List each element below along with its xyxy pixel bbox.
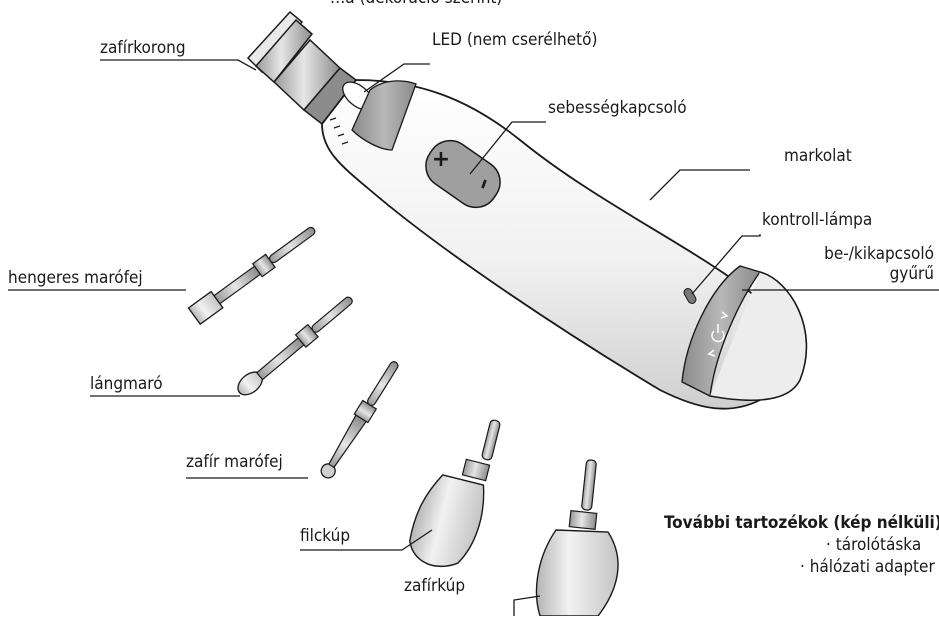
speed-plus: +: [432, 147, 450, 172]
cylinder-cutter: [188, 221, 319, 324]
label-bekikapcsolo-line2: gyűrű: [790, 264, 934, 284]
label-sebessegkapcsolo: sebességkapcsoló: [548, 98, 687, 118]
label-zafirkorong: zafírkorong: [100, 38, 186, 58]
flame-cutter: [234, 292, 357, 400]
pen-device: + –: [248, 12, 806, 409]
sapphire-cutter: [318, 358, 403, 481]
felt-cone: [405, 419, 501, 574]
label-kontroll-lampa: kontroll-lámpa: [762, 210, 872, 230]
label-bekikapcsolo: be-/kikapcsoló gyűrű: [790, 244, 934, 284]
cut-title: …a (dekoráció szerint): [330, 0, 502, 8]
label-zafirkup: zafírkúp: [404, 576, 465, 596]
accessory-item-2: · hálózati adapter: [664, 556, 939, 578]
label-bekikapcsolo-line1: be-/kikapcsoló: [790, 244, 934, 264]
sapphire-cone: [537, 460, 619, 616]
accessories-box: További tartozékok (kép nélküli) · tárol…: [664, 512, 939, 578]
label-filckup: filckúp: [300, 526, 350, 546]
accessories-heading: További tartozékok (kép nélküli): [664, 512, 939, 534]
accessory-item-1: · tárolótáska: [664, 534, 939, 556]
label-zafir-marofej: zafír marófej: [186, 452, 283, 472]
label-langmaro: lángmaró: [90, 374, 163, 394]
label-hengeres-marofej: hengeres marófej: [8, 268, 143, 288]
label-led: LED (nem cserélhető): [432, 30, 597, 50]
label-markolat: markolat: [784, 146, 852, 166]
